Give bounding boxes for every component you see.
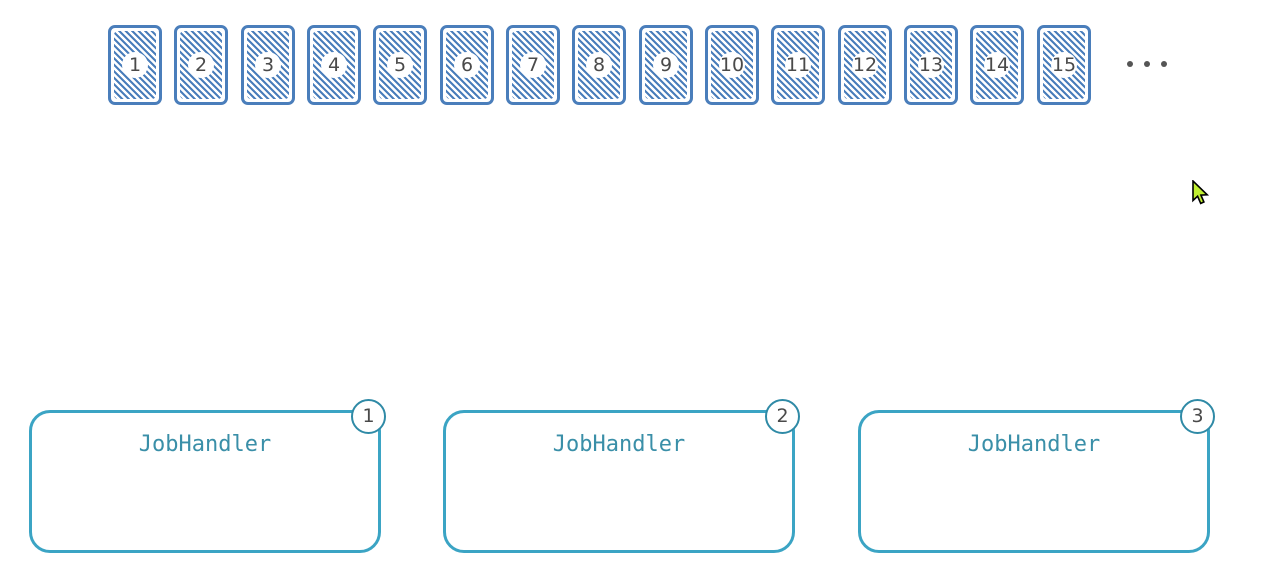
job-handler-number-label: 1 xyxy=(362,405,375,427)
card-number-badge: 13 xyxy=(918,52,944,78)
card-number-label: 7 xyxy=(526,53,540,76)
card-number-badge: 1 xyxy=(122,52,148,78)
queue-card[interactable]: 5 xyxy=(373,25,427,105)
card-number-label: 1 xyxy=(128,53,142,76)
card-number-label: 5 xyxy=(393,53,407,76)
card-number-label: 3 xyxy=(261,53,275,76)
card-back-hatch: 15 xyxy=(1043,31,1085,99)
job-handler-number-badge: 2 xyxy=(765,399,800,434)
queue-card[interactable]: 7 xyxy=(506,25,560,105)
card-back-hatch: 3 xyxy=(247,31,289,99)
queue-card[interactable]: 2 xyxy=(174,25,228,105)
queue-card[interactable]: 6 xyxy=(440,25,494,105)
queue-overflow-ellipsis xyxy=(1127,61,1167,67)
job-handler-number-badge: 3 xyxy=(1180,399,1215,434)
card-back-hatch: 12 xyxy=(844,31,886,99)
card-number-label: 2 xyxy=(194,53,208,76)
job-handler-box[interactable]: JobHandler 1 xyxy=(29,399,386,553)
ellipsis-dot xyxy=(1144,61,1150,67)
card-number-badge: 9 xyxy=(653,52,679,78)
queue-card[interactable]: 8 xyxy=(572,25,626,105)
card-number-badge: 15 xyxy=(1051,52,1077,78)
mouse-cursor xyxy=(1192,179,1210,206)
queue-card[interactable]: 15 xyxy=(1037,25,1091,105)
card-number-label: 10 xyxy=(719,53,745,76)
job-handler-label: JobHandler xyxy=(138,432,272,457)
card-number-badge: 4 xyxy=(321,52,347,78)
card-back-hatch: 7 xyxy=(512,31,554,99)
card-number-badge: 10 xyxy=(719,52,745,78)
card-number-badge: 11 xyxy=(785,52,811,78)
card-back-hatch: 8 xyxy=(578,31,620,99)
card-number-label: 15 xyxy=(1051,53,1077,76)
queue-card[interactable]: 13 xyxy=(904,25,958,105)
card-back-hatch: 2 xyxy=(180,31,222,99)
card-back-hatch: 1 xyxy=(114,31,156,99)
card-number-badge: 8 xyxy=(586,52,612,78)
card-number-badge: 12 xyxy=(852,52,878,78)
card-number-label: 11 xyxy=(785,53,811,76)
ellipsis-dot xyxy=(1127,61,1133,67)
card-number-label: 6 xyxy=(460,53,474,76)
job-handler-label: JobHandler xyxy=(552,432,686,457)
card-back-hatch: 10 xyxy=(711,31,753,99)
job-handler-label: JobHandler xyxy=(967,432,1101,457)
queue-card[interactable]: 14 xyxy=(970,25,1024,105)
job-handler-box[interactable]: JobHandler 2 xyxy=(443,399,800,553)
card-number-label: 8 xyxy=(592,53,606,76)
card-back-hatch: 13 xyxy=(910,31,952,99)
card-back-hatch: 4 xyxy=(313,31,355,99)
job-handler-number-label: 2 xyxy=(776,405,789,427)
job-handler-number-label: 3 xyxy=(1191,405,1204,427)
job-handler-number-badge: 1 xyxy=(351,399,386,434)
card-back-hatch: 14 xyxy=(976,31,1018,99)
card-number-badge: 14 xyxy=(984,52,1010,78)
queue-card[interactable]: 12 xyxy=(838,25,892,105)
card-back-hatch: 11 xyxy=(777,31,819,99)
card-number-label: 12 xyxy=(852,53,878,76)
queue-card[interactable]: 1 xyxy=(108,25,162,105)
queue-card[interactable]: 4 xyxy=(307,25,361,105)
card-number-badge: 6 xyxy=(454,52,480,78)
card-number-label: 14 xyxy=(984,53,1010,76)
card-number-label: 9 xyxy=(659,53,673,76)
card-number-badge: 2 xyxy=(188,52,214,78)
card-back-hatch: 5 xyxy=(379,31,421,99)
queue-card[interactable]: 10 xyxy=(705,25,759,105)
card-back-hatch: 9 xyxy=(645,31,687,99)
queue-card[interactable]: 3 xyxy=(241,25,295,105)
card-number-label: 13 xyxy=(918,53,944,76)
ellipsis-dot xyxy=(1161,61,1167,67)
card-number-badge: 7 xyxy=(520,52,546,78)
queue-card[interactable]: 11 xyxy=(771,25,825,105)
card-back-hatch: 6 xyxy=(446,31,488,99)
card-number-badge: 5 xyxy=(387,52,413,78)
queue-card[interactable]: 9 xyxy=(639,25,693,105)
job-handler-box[interactable]: JobHandler 3 xyxy=(858,399,1215,553)
card-number-badge: 3 xyxy=(255,52,281,78)
card-number-label: 4 xyxy=(327,53,341,76)
